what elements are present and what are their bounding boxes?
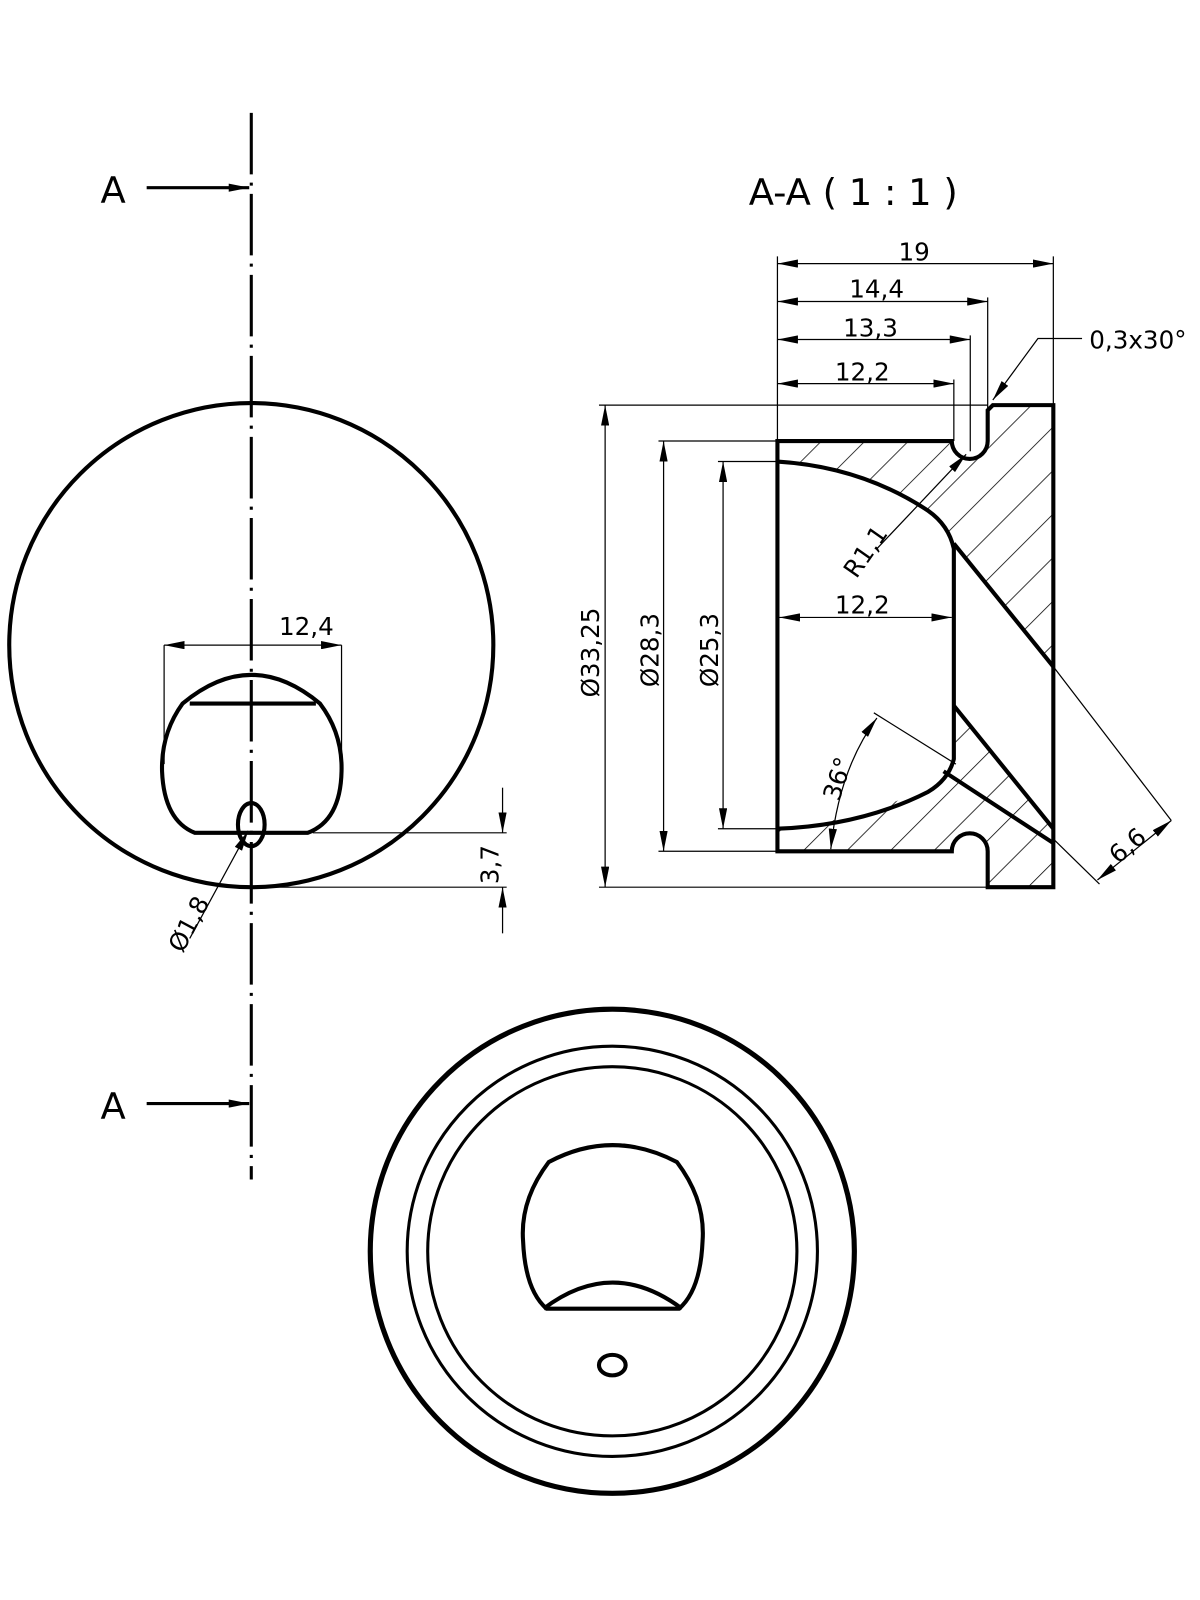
dim-length-3-label: 13,3 xyxy=(843,313,898,342)
dim-length-total-label: 19 xyxy=(898,238,929,267)
dim-inner-dia: Ø25,3 xyxy=(695,460,778,830)
dim-hole-label: Ø1,8 xyxy=(162,891,215,956)
dim-angle-label: 36° xyxy=(817,753,858,803)
cone-edge-lower xyxy=(952,704,1055,831)
cone-edge-inner xyxy=(942,769,1055,845)
mid-rim xyxy=(405,1044,819,1458)
dim-length-total: 19 xyxy=(776,238,1054,442)
dim-length-4: 12,2 xyxy=(777,358,955,442)
dim-offset: 3,7 xyxy=(256,787,507,934)
dim-radius-label: R1,1 xyxy=(838,520,894,583)
dim-cone-label: 6,6 xyxy=(1103,822,1152,869)
dim-inner-depth-label: 12,2 xyxy=(835,590,890,619)
dim-chamfer: 0,3x30° xyxy=(992,326,1187,401)
dim-length-3: 13,3 xyxy=(777,313,971,452)
dim-inner-dia-label: Ø25,3 xyxy=(695,613,724,687)
dim-mid-dia-label: Ø28,3 xyxy=(635,613,664,687)
small-hole xyxy=(235,801,267,849)
window-edge-rear xyxy=(542,1280,684,1311)
cone-edge-upper xyxy=(952,542,1055,668)
section-label-top: A xyxy=(101,169,126,212)
dim-length-2: 14,4 xyxy=(777,274,989,411)
dim-outer-dia: Ø33,25 xyxy=(576,404,988,888)
dim-length-2-label: 14,4 xyxy=(849,274,904,303)
dim-length-4-label: 12,2 xyxy=(835,358,890,387)
rear-view xyxy=(367,1006,857,1496)
section-label-bottom: A xyxy=(101,1085,126,1128)
bore-profile xyxy=(777,459,956,831)
outer-circle xyxy=(7,401,496,890)
dim-cone: 6,6 xyxy=(1052,666,1172,885)
section-view: A-A ( 1 : 1 ) 19 14,4 13,3 xyxy=(576,171,1187,890)
section-arrow-top: A xyxy=(101,169,250,212)
dim-outer-dia-label: Ø33,25 xyxy=(576,608,605,698)
hatch-upper xyxy=(777,405,1054,667)
front-view: A A 12,4 3,7 Ø1,8 xyxy=(7,112,507,1180)
section-title: A-A ( 1 : 1 ) xyxy=(749,171,958,214)
outer-rim xyxy=(367,1006,857,1496)
dim-hole: Ø1,8 xyxy=(162,830,249,957)
inner-rim xyxy=(426,1065,799,1438)
dim-inner-depth: 12,2 xyxy=(779,590,952,622)
dim-width-label: 12,4 xyxy=(279,612,334,641)
small-hole-rear xyxy=(596,1352,628,1378)
dim-width: 12,4 xyxy=(163,612,343,765)
window-outline-rear xyxy=(520,1143,705,1311)
window-outline xyxy=(159,672,344,835)
dim-chamfer-label: 0,3x30° xyxy=(1089,326,1186,355)
dim-mid-dia: Ø28,3 xyxy=(635,440,778,852)
dim-offset-label: 3,7 xyxy=(475,845,504,884)
section-arrow-bottom: A xyxy=(101,1085,250,1128)
